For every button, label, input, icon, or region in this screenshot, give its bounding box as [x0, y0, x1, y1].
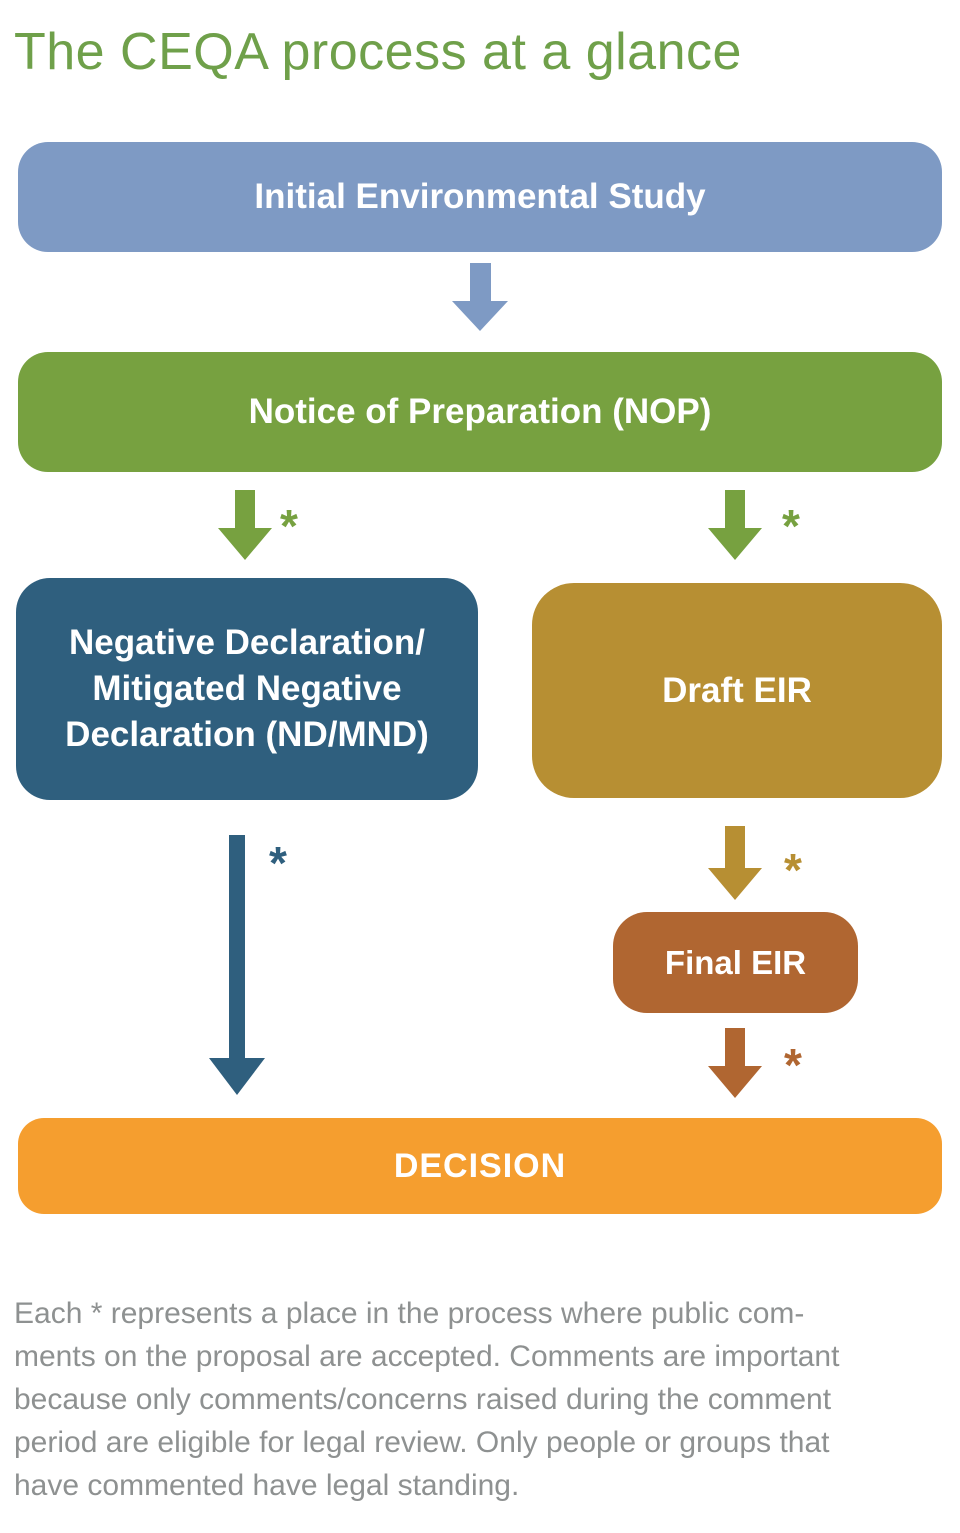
footer-note-line: because only comments/concerns raised du…: [14, 1383, 832, 1416]
arrow-shaft: [469, 263, 491, 301]
flow-box-label: Final EIR: [664, 943, 807, 981]
footer-note-line: Each * represents a place in the process…: [14, 1297, 805, 1330]
flow-box-label: Notice of Preparation (NOP): [248, 392, 712, 431]
arrow-head-icon: [708, 868, 762, 900]
flow-arrow-ies-to-nop: [452, 263, 508, 331]
flow-arrow-nop-to-draft-eir: [708, 490, 762, 560]
arrow-head-icon: [708, 528, 762, 560]
flow-arrow-draft-eir-to-final-eir: [708, 826, 762, 900]
flow-arrow-ndmnd-to-decision: [209, 835, 265, 1095]
public-comment-asterisk-draft-eir: *: [784, 844, 802, 896]
flow-box-decision: DECISION: [18, 1118, 942, 1214]
flow-box-notice-of-preparation: Notice of Preparation (NOP): [18, 352, 942, 472]
flow-box-label: DECISION: [393, 1146, 567, 1185]
arrow-shaft: [725, 826, 745, 868]
page-title: The CEQA process at a glance: [14, 23, 742, 81]
flow-arrow-final-eir-to-decision: [708, 1028, 762, 1098]
flow-box-label-line3: Declaration (ND/MND): [65, 715, 429, 754]
flow-box-draft-eir: Draft EIR: [532, 583, 942, 798]
arrow-head-icon: [452, 301, 508, 331]
arrow-shaft: [725, 490, 745, 528]
flow-box-label-line2: Mitigated Negative: [92, 669, 402, 708]
footer-note-line: have commented have legal standing.: [14, 1469, 520, 1502]
arrow-head-icon: [209, 1058, 265, 1095]
arrow-head-icon: [218, 528, 272, 560]
flow-box-negative-declaration: Negative Declaration/ Mitigated Negative…: [16, 578, 478, 800]
flow-arrow-nop-to-ndmnd: [218, 490, 272, 560]
footer-note: Each * represents a place in the process…: [14, 1292, 954, 1507]
public-comment-asterisk-ndmnd: *: [269, 837, 287, 889]
footer-note-line: ments on the proposal are accepted. Comm…: [14, 1340, 840, 1373]
flow-box-initial-environmental-study: Initial Environmental Study: [18, 142, 942, 252]
arrow-head-icon: [708, 1066, 762, 1098]
public-comment-asterisk-nop-left: *: [280, 500, 298, 552]
flow-box-label: Draft EIR: [662, 670, 812, 710]
public-comment-asterisk-nop-right: *: [782, 500, 800, 552]
flow-box-label-line1: Negative Declaration/: [69, 623, 425, 662]
flow-box-final-eir: Final EIR: [613, 912, 858, 1013]
flow-box-label: Initial Environmental Study: [254, 177, 706, 216]
arrow-shaft: [235, 490, 255, 528]
footer-note-line: period are eligible for legal review. On…: [14, 1426, 830, 1459]
arrow-shaft: [229, 835, 245, 1058]
public-comment-asterisk-final-eir: *: [784, 1039, 802, 1091]
arrow-shaft: [725, 1028, 745, 1066]
